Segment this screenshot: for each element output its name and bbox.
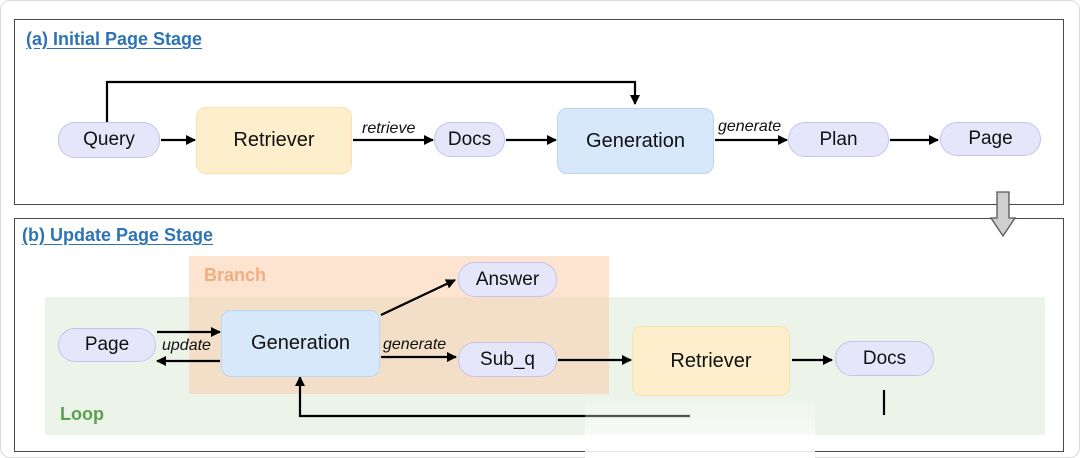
docs-node-b: Docs — [835, 341, 934, 376]
page-node-b: Page — [58, 328, 156, 362]
answer-node: Answer — [458, 262, 557, 297]
initial-page-stage-title: (a) Initial Page Stage — [26, 29, 203, 49]
edge-generation-to-answer — [380, 279, 456, 316]
branch-label: Branch — [204, 265, 267, 285]
stage-transition-arrow — [989, 191, 1017, 238]
initial-page-stage-panel — [14, 19, 1064, 205]
generate-edge-label: generate — [718, 118, 782, 135]
edge-loop-back-to-generation — [295, 376, 690, 418]
plan-node: Plan — [788, 122, 889, 157]
docs-node: Docs — [434, 122, 505, 157]
retriever-node-b: Retriever — [632, 326, 790, 396]
query-node: Query — [58, 122, 160, 158]
generation-node-b: Generation — [221, 310, 380, 377]
retrieve-edge-label: retrieve — [362, 120, 416, 137]
generation-node: Generation — [557, 108, 714, 174]
edge-query-to-generation — [105, 80, 640, 122]
generate-edge-label-b: generate — [383, 336, 447, 353]
subq-node: Sub_q — [458, 342, 557, 377]
update-page-stage-title: (b) Update Page Stage — [22, 225, 214, 245]
page-node: Page — [940, 122, 1041, 156]
loop-label: Loop — [60, 404, 104, 424]
retriever-node: Retriever — [196, 107, 352, 174]
update-edge-label: update — [162, 337, 211, 354]
